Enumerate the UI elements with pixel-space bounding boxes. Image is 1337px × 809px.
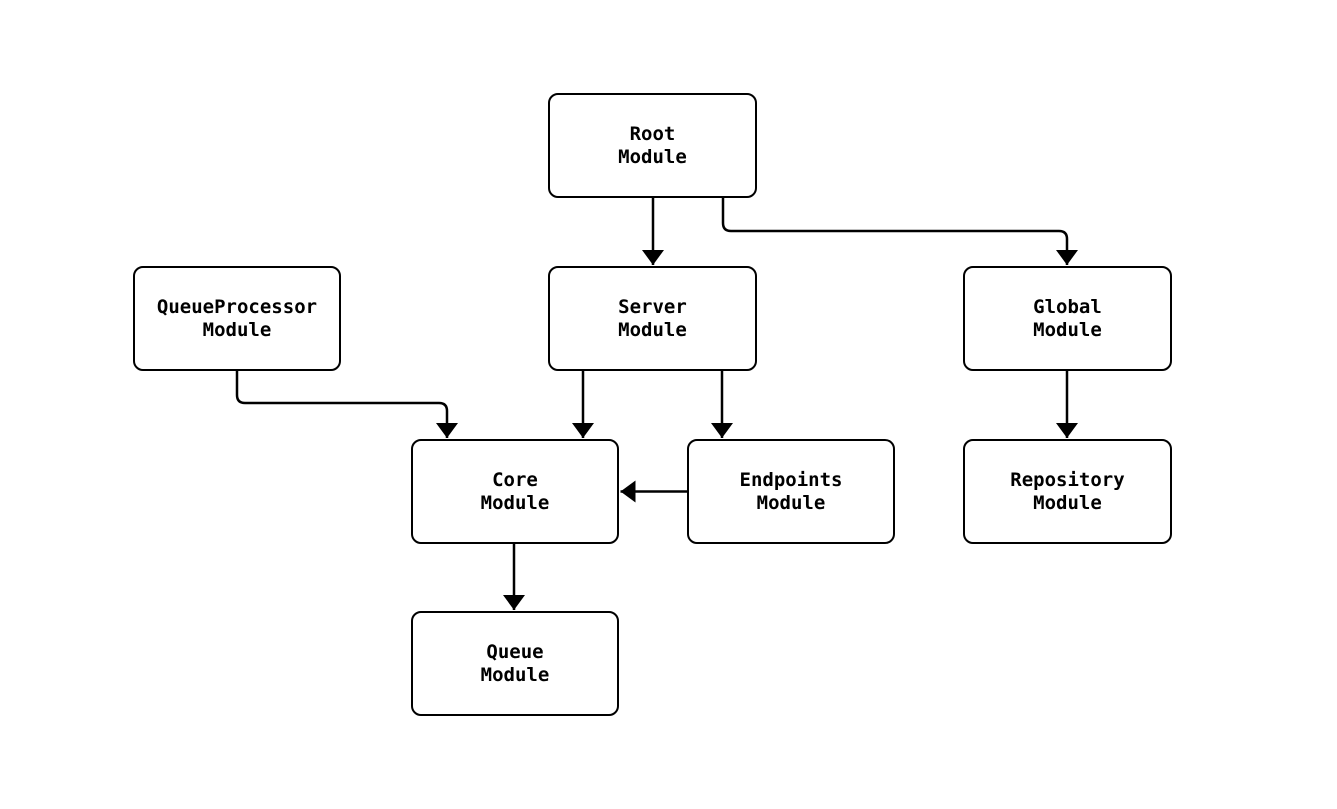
node-label-line: Module	[202, 318, 272, 341]
node-label-line: Module	[618, 145, 687, 168]
node-queueprocessor-module: QueueProcessor Module	[133, 266, 341, 371]
node-queue-module: Queue Module	[411, 611, 619, 716]
node-repository-module: Repository Module	[963, 439, 1172, 544]
node-label-line: Root	[629, 122, 676, 145]
edge-root-to-global	[721, 198, 1078, 265]
node-label-line: Module	[480, 491, 550, 514]
node-label-line: QueueProcessor	[156, 295, 318, 318]
node-global-module: Global Module	[963, 266, 1172, 371]
node-label-line: Module	[1033, 318, 1102, 341]
node-label-line: Server	[618, 295, 687, 318]
node-label-line: Endpoints	[739, 468, 843, 491]
node-label-line: Module	[618, 318, 687, 341]
node-endpoints-module: Endpoints Module	[687, 439, 895, 544]
node-server-module: Server Module	[548, 266, 757, 371]
node-core-module: Core Module	[411, 439, 619, 544]
node-label-line: Repository	[1010, 468, 1125, 491]
node-root-module: Root Module	[548, 93, 757, 198]
node-label-line: Queue	[486, 640, 544, 663]
node-label-line: Global	[1033, 295, 1102, 318]
node-label-line: Module	[756, 491, 826, 514]
node-label-line: Module	[1033, 491, 1102, 514]
node-label-line: Module	[480, 663, 550, 686]
node-label-line: Core	[492, 468, 538, 491]
edge-queueprocessor-to-core	[235, 371, 458, 438]
